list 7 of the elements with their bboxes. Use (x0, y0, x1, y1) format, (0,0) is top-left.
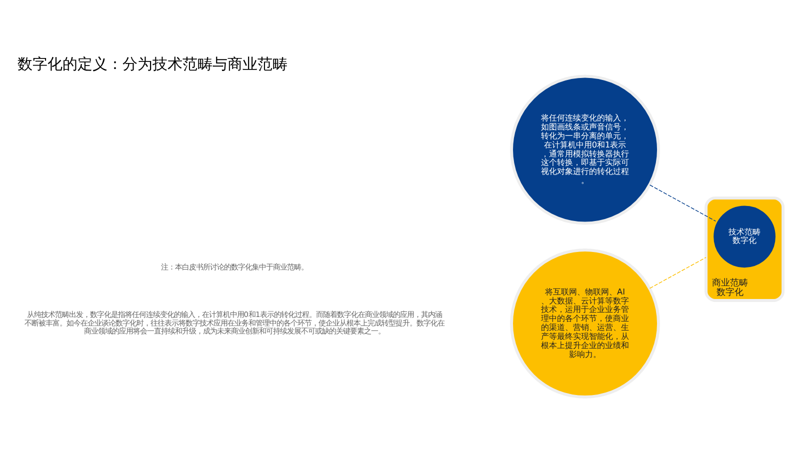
label: 从纯技术范畴出发，数字化是指将任何连续变化的输入，在计算机中用0和1表示的转化过程。而随着数字化在商业领域的应用，其内涵不断被丰富。如今在企业谈论数字化时，往往表示将数字技术应用在业务和管理中的各个环节，使企业从根本上完成转型提升。数字化在商业领域的应用将会一直持续和升级，成为未来商业创新和可持续发展不可或缺的关键要素之一。 (24, 310, 445, 336)
node-circle: 将互联网、物联网、AI、大数据、云计算等数字技术，运用于企业业务管理中的各个环节，使商业的渠道、营销、运营、生产等最终实现智能化，从根本上提升企业的业绩和影响力。 (510, 248, 660, 398)
label: 注：本白皮书所讨论的数字化集中于商业范畴。 (161, 262, 308, 272)
connector (649, 184, 716, 222)
connector (649, 256, 706, 288)
node-circle: 将任何连续变化的输入，如图画线条或声音信号，转化为一串分离的单元，在计算机中用0和1表示，通常用模拟转换器执行这个转换，即基于实际可视化对象进行的转化过程。 (510, 74, 660, 224)
diagram-title: 数字化的定义：分为技术范畴与商业范畴 (17, 54, 288, 72)
